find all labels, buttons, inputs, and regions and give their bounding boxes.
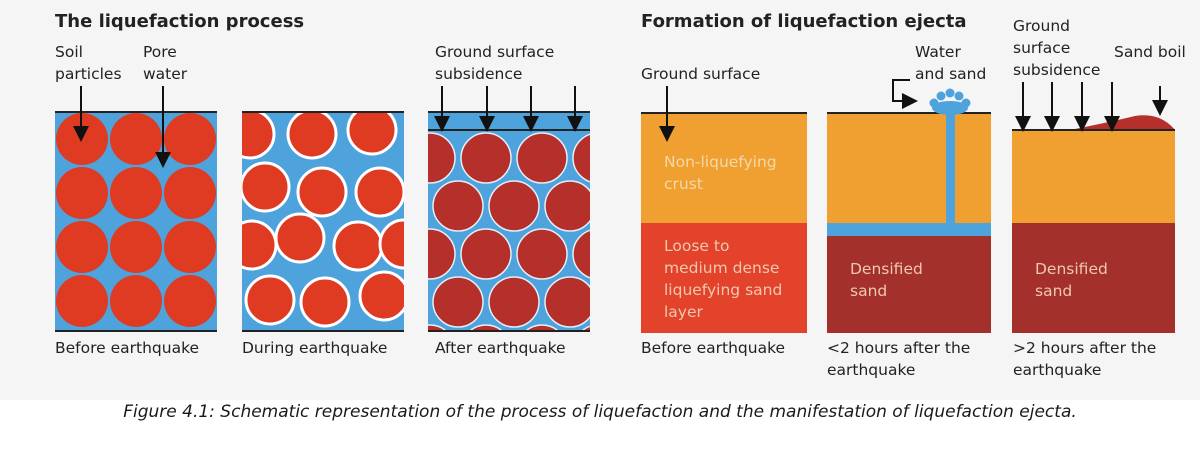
- caption-ejecta-over-2h-line2: earthquake: [1013, 361, 1102, 379]
- soil-particle: [428, 228, 456, 280]
- crust-layer: [1012, 130, 1175, 223]
- crust-layer: [827, 113, 991, 223]
- soil-particle: [358, 270, 404, 322]
- soil-particle: [572, 133, 590, 183]
- soil-particle: [488, 180, 540, 232]
- ejecta-panel-under-2h: [827, 79, 991, 333]
- water-layer: [827, 223, 991, 236]
- soil-particle: [56, 167, 108, 219]
- soil-particle: [332, 220, 384, 272]
- caption-ejecta-before: Before earthquake: [641, 339, 786, 357]
- soil-particle: [164, 167, 216, 219]
- densified-text-p3-line2: sand: [1035, 282, 1073, 300]
- sand-boil-mound: [1070, 115, 1175, 130]
- ground-surface-label: Ground surface: [641, 65, 761, 83]
- soil-particle: [164, 275, 216, 327]
- subsidence-label-line1: Ground surface: [435, 43, 555, 61]
- soil-particle: [164, 113, 216, 165]
- soil-particle: [56, 221, 108, 273]
- soil-label-line1: Soil: [55, 43, 83, 61]
- soil-particle: [488, 276, 540, 328]
- caption-before-earthquake: Before earthquake: [55, 339, 200, 357]
- loose-sand-text-line4: layer: [664, 303, 703, 321]
- gs-sub-label-line2: surface: [1013, 39, 1071, 57]
- soil-particle: [244, 274, 296, 326]
- densified-sand-layer: [827, 236, 991, 333]
- soil-particle: [299, 276, 351, 328]
- caption-during-earthquake: During earthquake: [242, 339, 388, 357]
- densified-text-p2-line2: sand: [850, 282, 888, 300]
- soil-particle: [242, 112, 276, 160]
- soil-particle: [428, 324, 448, 331]
- soil-label-line2: particles: [55, 65, 122, 83]
- soil-particle: [242, 161, 291, 213]
- soil-particles-grid: [56, 113, 216, 327]
- caption-ejecta-under-2h-line1: <2 hours after the: [827, 339, 971, 357]
- caption-after-earthquake: After earthquake: [435, 339, 566, 357]
- suspended-particles: [242, 112, 404, 328]
- loose-sand-text-line3: liquefying sand: [664, 281, 783, 299]
- gs-sub-label-line3: subsidence: [1013, 61, 1101, 79]
- soil-particle: [110, 275, 162, 327]
- subsidence-arrows: [1015, 82, 1120, 132]
- subsidence-label-line2: subsidence: [435, 65, 523, 83]
- water-sand-arrow: [892, 79, 918, 109]
- soil-particle: [432, 276, 484, 328]
- left-title: The liquefaction process: [55, 11, 305, 32]
- loose-sand-text-line1: Loose to: [664, 237, 730, 255]
- water-label-line1: Water: [915, 43, 961, 61]
- soil-particle: [580, 325, 590, 331]
- soil-particle: [432, 180, 484, 232]
- ejecta-panel-over-2h: [1012, 82, 1175, 333]
- soil-particle: [242, 219, 278, 271]
- caption-ejecta-under-2h-line2: earthquake: [827, 361, 916, 379]
- soil-particle: [346, 112, 398, 156]
- densified-particles: [428, 132, 590, 331]
- sand-boil-label: Sand boil: [1114, 43, 1186, 61]
- soil-particle: [274, 212, 326, 264]
- subsidence-arrows: [434, 86, 583, 132]
- loose-sand-layer: [641, 223, 807, 333]
- densified-text-p2-line1: Densified: [850, 260, 923, 278]
- soil-particle: [354, 166, 404, 218]
- soil-particle: [56, 275, 108, 327]
- soil-particle: [428, 132, 456, 184]
- soil-particle: [460, 132, 512, 184]
- soil-particle: [378, 218, 404, 270]
- pore-label-line1: Pore: [143, 43, 177, 61]
- loose-sand-text-line2: medium dense: [664, 259, 780, 277]
- ejecta-conduit: [946, 113, 955, 225]
- panel-before-earthquake: [55, 111, 217, 332]
- densified-sand-layer: [1012, 223, 1175, 333]
- soil-particle: [544, 276, 590, 328]
- water-label-line2: and sand: [915, 65, 987, 83]
- soil-particle: [296, 166, 348, 218]
- soil-particle: [516, 228, 568, 280]
- soil-particle: [110, 221, 162, 273]
- ejecta-panel-before: [641, 86, 807, 333]
- crust-text-line1: Non-liquefying: [664, 153, 777, 171]
- gs-sub-label-line1: Ground: [1013, 17, 1071, 35]
- caption-ejecta-over-2h-line1: >2 hours after the: [1013, 339, 1157, 357]
- crust-text-line2: crust: [664, 175, 703, 193]
- soil-particle: [468, 324, 504, 331]
- panel-after-earthquake: [428, 111, 590, 332]
- soil-particle: [524, 324, 560, 331]
- liquefaction-diagram: [55, 79, 1175, 333]
- densified-text-p3-line1: Densified: [1035, 260, 1108, 278]
- pore-label-line2: water: [143, 65, 188, 83]
- panel-during-earthquake: [242, 111, 404, 332]
- right-title: Formation of liquefaction ejecta: [641, 11, 967, 32]
- soil-particle: [460, 228, 512, 280]
- soil-particle: [516, 132, 568, 184]
- soil-particle: [110, 167, 162, 219]
- water-sand-fountain: [929, 88, 971, 115]
- soil-particle: [110, 113, 162, 165]
- soil-particle: [286, 112, 338, 160]
- soil-particle: [164, 221, 216, 273]
- figure-caption: Figure 4.1: Schematic representation of …: [123, 402, 1077, 422]
- soil-particle: [572, 229, 590, 279]
- soil-particle: [544, 180, 590, 232]
